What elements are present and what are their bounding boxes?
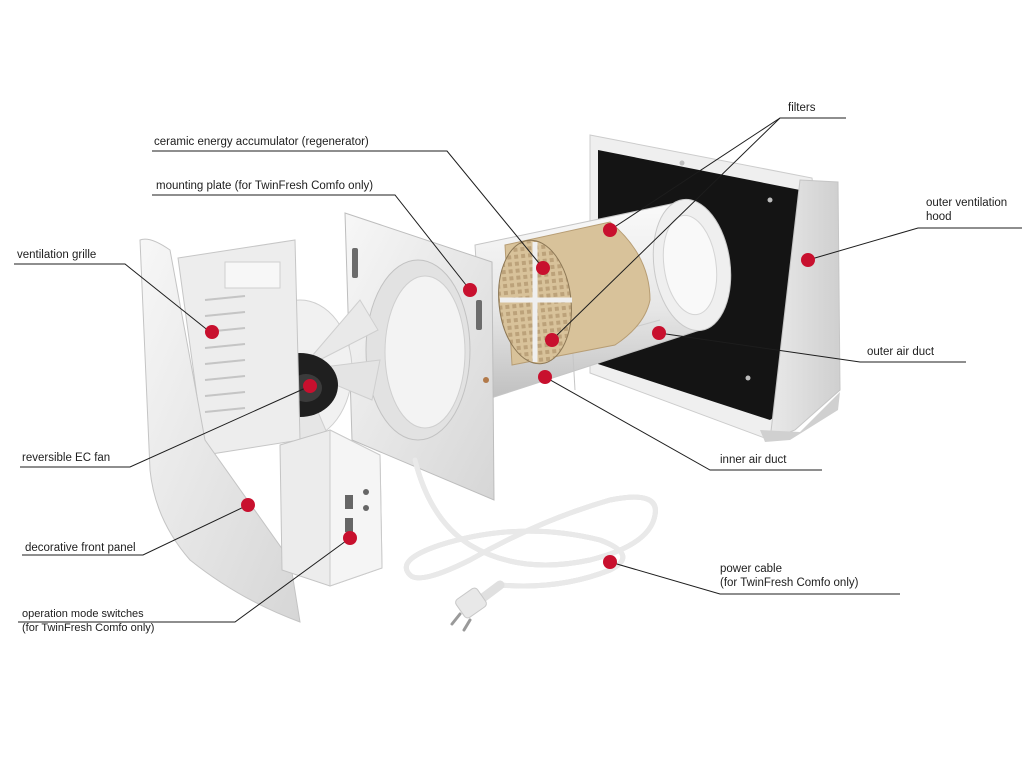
control-box: [279, 429, 383, 587]
label-ceramic-accumulator: ceramic energy accumulator (regenerator): [154, 136, 369, 148]
leader-power-cable: [609, 561, 900, 595]
decorative-front-panel: [139, 238, 301, 623]
leader-filters-2: [609, 117, 781, 231]
ceramic-regenerator: [498, 221, 651, 366]
marker-grille: [205, 325, 219, 339]
marker-ceramic: [536, 261, 550, 275]
label-power-cable-line2: (for TwinFresh Comfo only): [720, 577, 859, 589]
marker-mounting-plate: [463, 283, 477, 297]
mounting-plate: [344, 212, 495, 501]
label-ventilation-grille: ventilation grille: [17, 249, 97, 261]
label-power-cable-line1: power cable: [720, 563, 783, 575]
leader-front-panel: [22, 504, 249, 556]
label-outer-air-duct: outer air duct: [867, 346, 935, 358]
marker-inner-duct: [538, 370, 552, 384]
label-outer-ventilation-hood: outer ventilation hood: [926, 196, 1007, 224]
label-mode-switches-line2: (for TwinFresh Comfo only): [22, 622, 155, 634]
label-outer-hood-line1: outer ventilation: [926, 197, 1008, 209]
label-power-cable: power cable (for TwinFresh Comfo only): [720, 562, 858, 590]
label-reversible-ec-fan: reversible EC fan: [22, 452, 111, 464]
leader-lines: [14, 117, 1022, 623]
power-cable: [403, 457, 658, 632]
marker-outer-duct: [652, 326, 666, 340]
marker-mode-switches: [343, 531, 357, 545]
label-operation-mode-switches: operation mode switches (for TwinFresh C…: [22, 607, 154, 635]
leader-grille: [14, 263, 211, 333]
label-mode-switches-line1: operation mode switches: [22, 608, 144, 620]
leader-ceramic: [152, 150, 544, 269]
label-filters: filters: [788, 102, 816, 114]
leader-mode-switches: [18, 537, 351, 623]
leader-fan: [20, 385, 311, 468]
marker-power-cable: [603, 555, 617, 569]
marker-filters-1: [603, 223, 617, 237]
leader-mounting-plate: [152, 194, 471, 291]
markers: [205, 223, 815, 569]
label-mounting-plate: mounting plate (for TwinFresh Comfo only…: [156, 180, 374, 192]
leader-hood: [807, 227, 1022, 261]
leader-inner-duct: [544, 376, 822, 471]
marker-front-panel: [241, 498, 255, 512]
label-outer-hood-line2: hood: [926, 211, 952, 223]
leader-outer-duct: [658, 332, 966, 363]
marker-hood: [801, 253, 815, 267]
label-decorative-front-panel: decorative front panel: [25, 542, 136, 554]
marker-filters-2: [545, 333, 559, 347]
label-inner-air-duct: inner air duct: [720, 454, 787, 466]
marker-fan: [303, 379, 317, 393]
